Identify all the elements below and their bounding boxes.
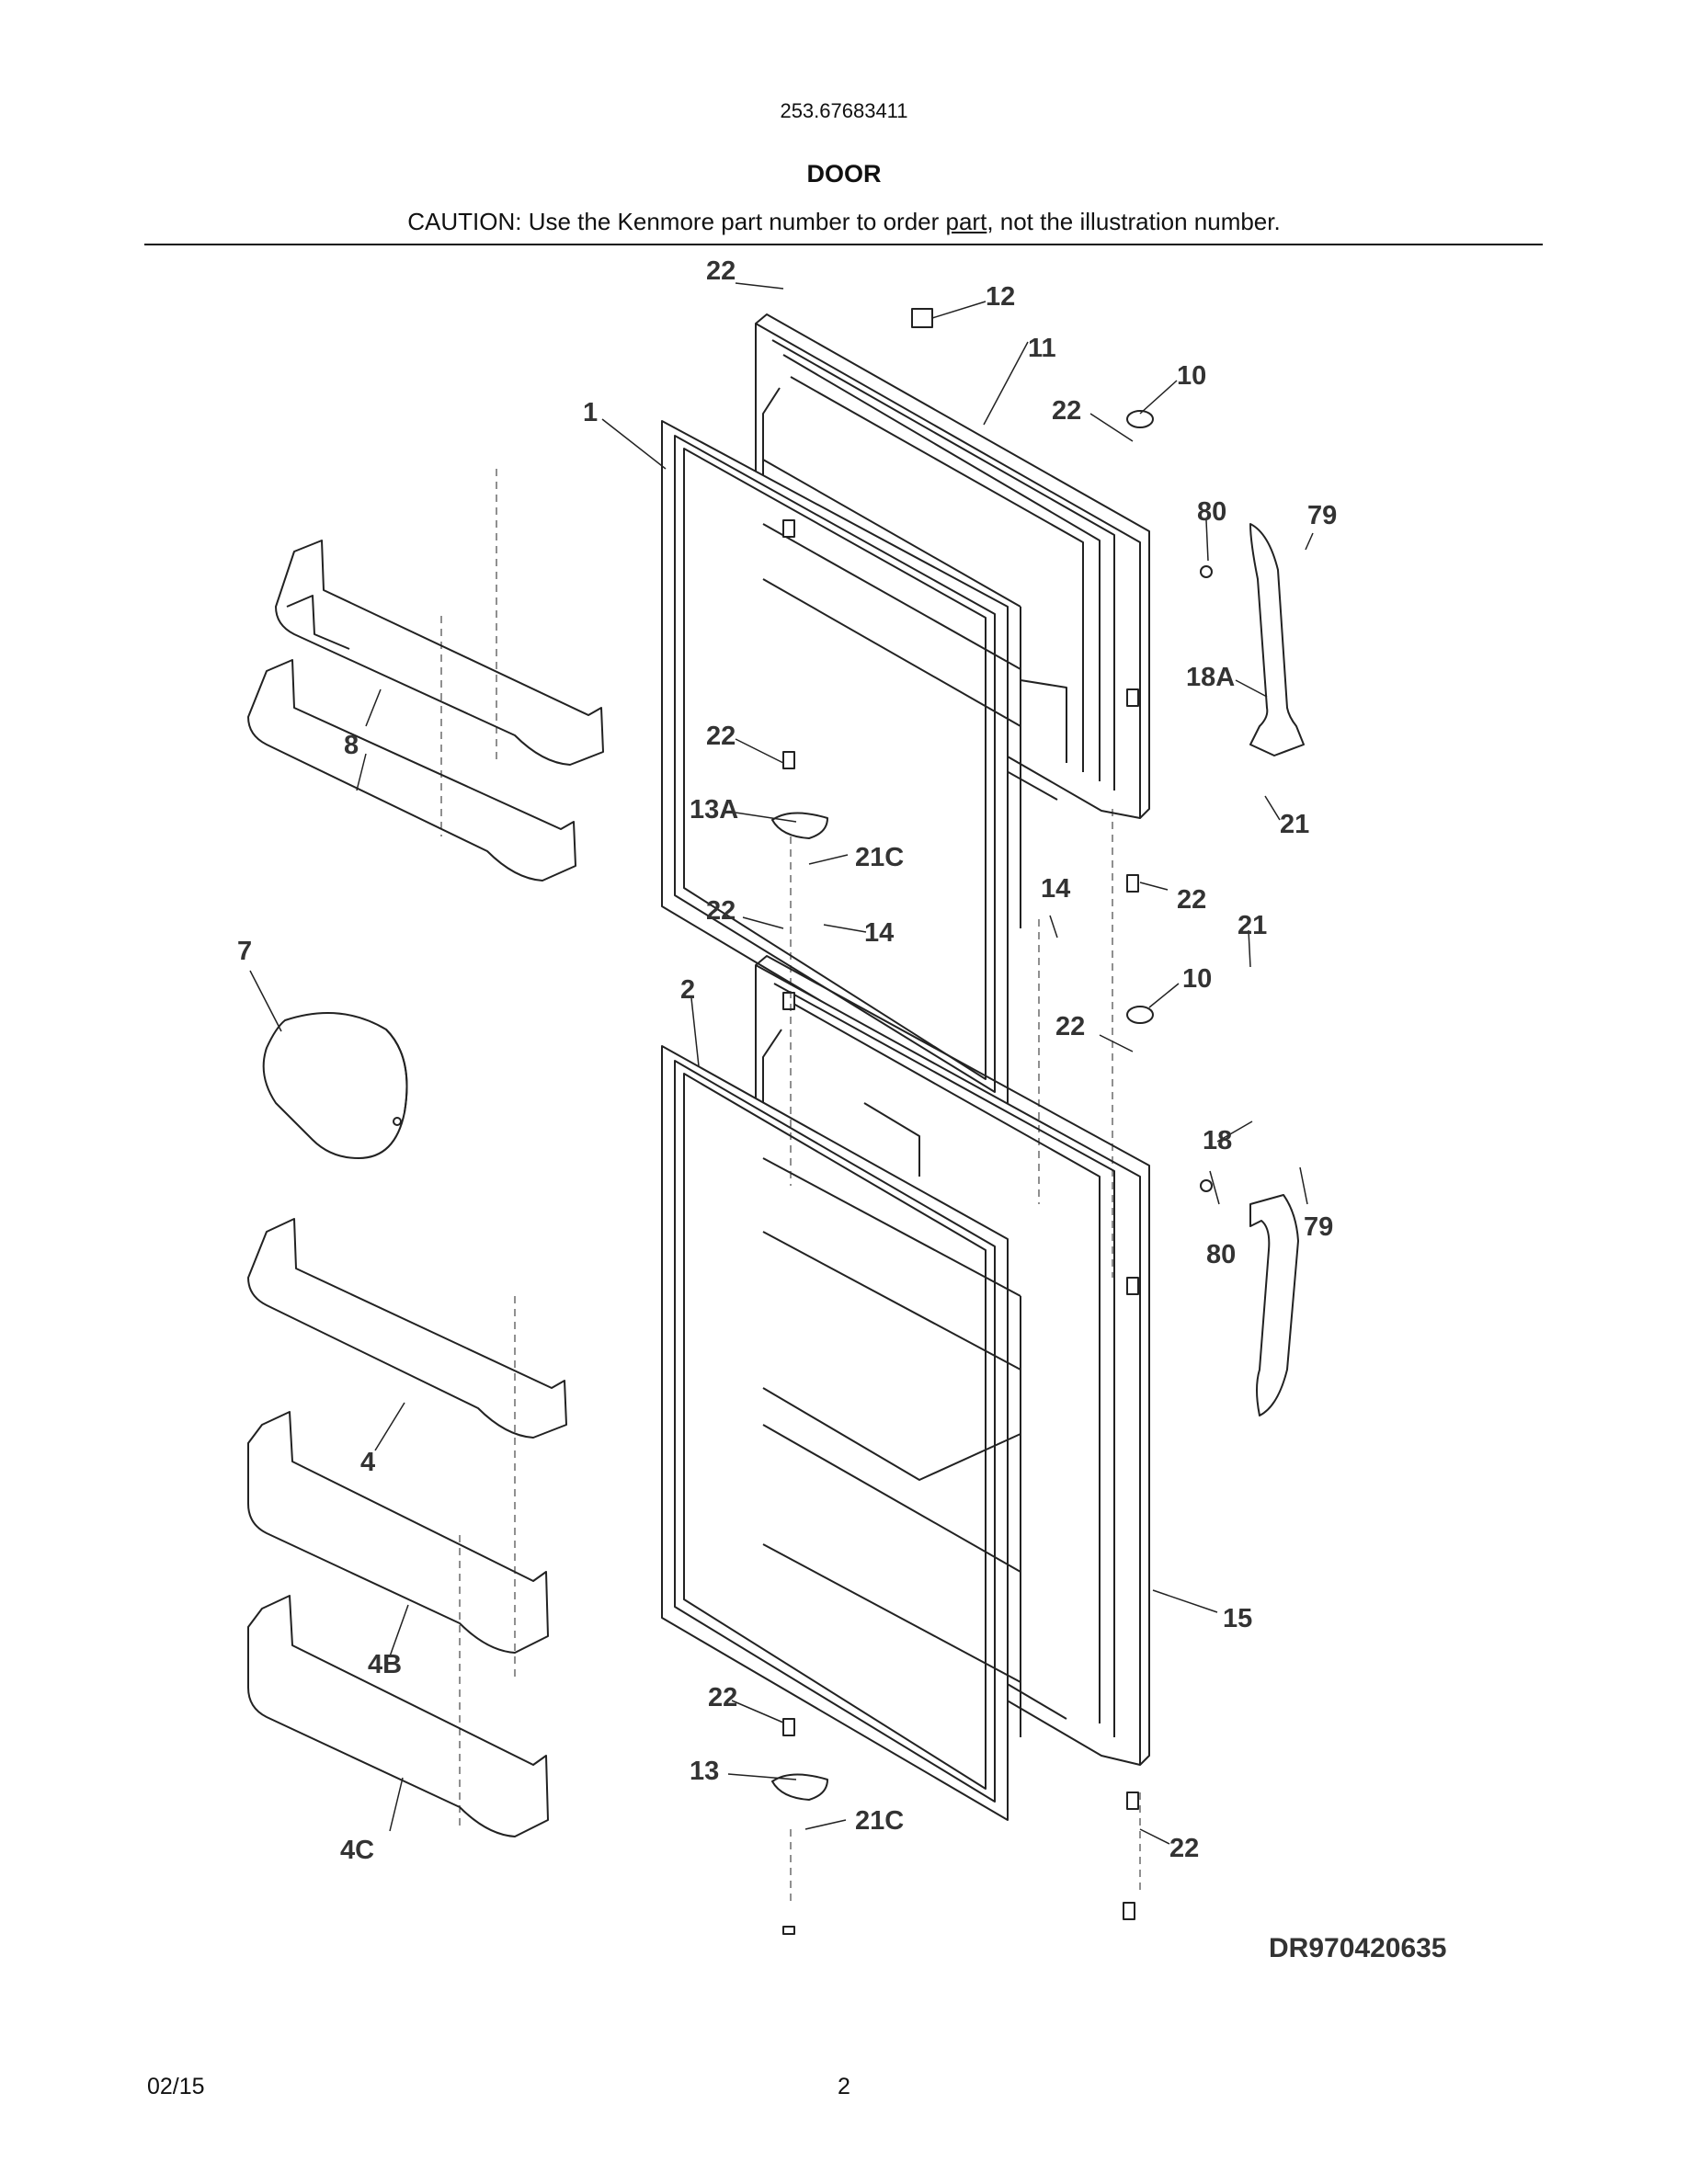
part-label: 11	[1028, 334, 1056, 363]
part-label: 22	[706, 722, 736, 751]
part-label: 79	[1307, 501, 1337, 530]
canister	[262, 1012, 408, 1159]
part-label: 21	[1237, 911, 1267, 940]
part-label: 18A	[1186, 663, 1235, 692]
part-label: 14	[864, 918, 894, 948]
fasteners	[782, 308, 1213, 1935]
part-label: 21	[1280, 810, 1309, 839]
footer-date: 02/15	[147, 2074, 205, 2099]
caution-prefix: CAUTION: Use the Kenmore part number to …	[407, 208, 946, 235]
caution-underlined: part	[945, 208, 987, 235]
alignment-lines	[440, 469, 1141, 1903]
part-label: 22	[1055, 1012, 1085, 1041]
header-rule	[144, 244, 1543, 245]
part-label: 21C	[855, 843, 904, 872]
part-label: 21C	[855, 1806, 904, 1836]
part-label: 22	[1169, 1834, 1199, 1863]
lower-hinge	[771, 1773, 828, 1801]
part-label: 10	[1177, 361, 1206, 391]
part-label: 13A	[690, 795, 738, 825]
part-label: 22	[706, 256, 736, 286]
upper-door-shelves	[247, 540, 604, 882]
part-label: 4B	[368, 1650, 402, 1679]
part-label: 1	[583, 398, 598, 427]
lower-door-shelves	[247, 1218, 567, 1837]
upper-door-gasket	[661, 420, 1009, 1113]
part-label: 22	[1177, 885, 1206, 915]
part-label: 14	[1041, 874, 1070, 904]
lower-door-gasket	[661, 1045, 1009, 1821]
document-id: DR970420635	[1269, 1933, 1447, 1963]
part-label: 22	[706, 896, 736, 926]
part-label: 80	[1197, 497, 1226, 527]
part-label: 22	[708, 1683, 737, 1712]
page-number: 2	[838, 2074, 850, 2099]
part-label: 79	[1304, 1212, 1333, 1242]
part-label: 18	[1203, 1126, 1232, 1155]
part-label: 4C	[340, 1836, 374, 1865]
part-label: 8	[344, 731, 359, 760]
part-labels: 22 12 11 10 1 22 80 79 18A 8 22 13A 21C 21 22 14 22 14 21 7…	[237, 256, 1337, 1865]
part-label: 2	[680, 975, 695, 1005]
door-exploded-diagram: 22 12 11 10 1 22 80 79 18A 8 22 13A 21C 21 22 14 22 14 21 7…	[237, 256, 1337, 1935]
leader-lines	[249, 282, 1314, 1845]
part-label: 13	[690, 1757, 719, 1786]
upper-hinge	[771, 812, 828, 839]
part-label: 4	[360, 1448, 375, 1477]
door-handles	[1249, 523, 1305, 1416]
caution-note: CAUTION: Use the Kenmore part number to …	[0, 208, 1688, 236]
model-number: 253.67683411	[780, 99, 908, 122]
part-label: 12	[986, 282, 1015, 312]
caution-suffix: , not the illustration number.	[987, 208, 1281, 235]
section-title: DOOR	[806, 160, 882, 188]
part-label: 7	[237, 937, 252, 966]
part-label: 15	[1223, 1604, 1252, 1633]
part-label: 22	[1052, 396, 1081, 426]
part-label: 10	[1182, 964, 1212, 994]
part-label: 80	[1206, 1240, 1236, 1269]
